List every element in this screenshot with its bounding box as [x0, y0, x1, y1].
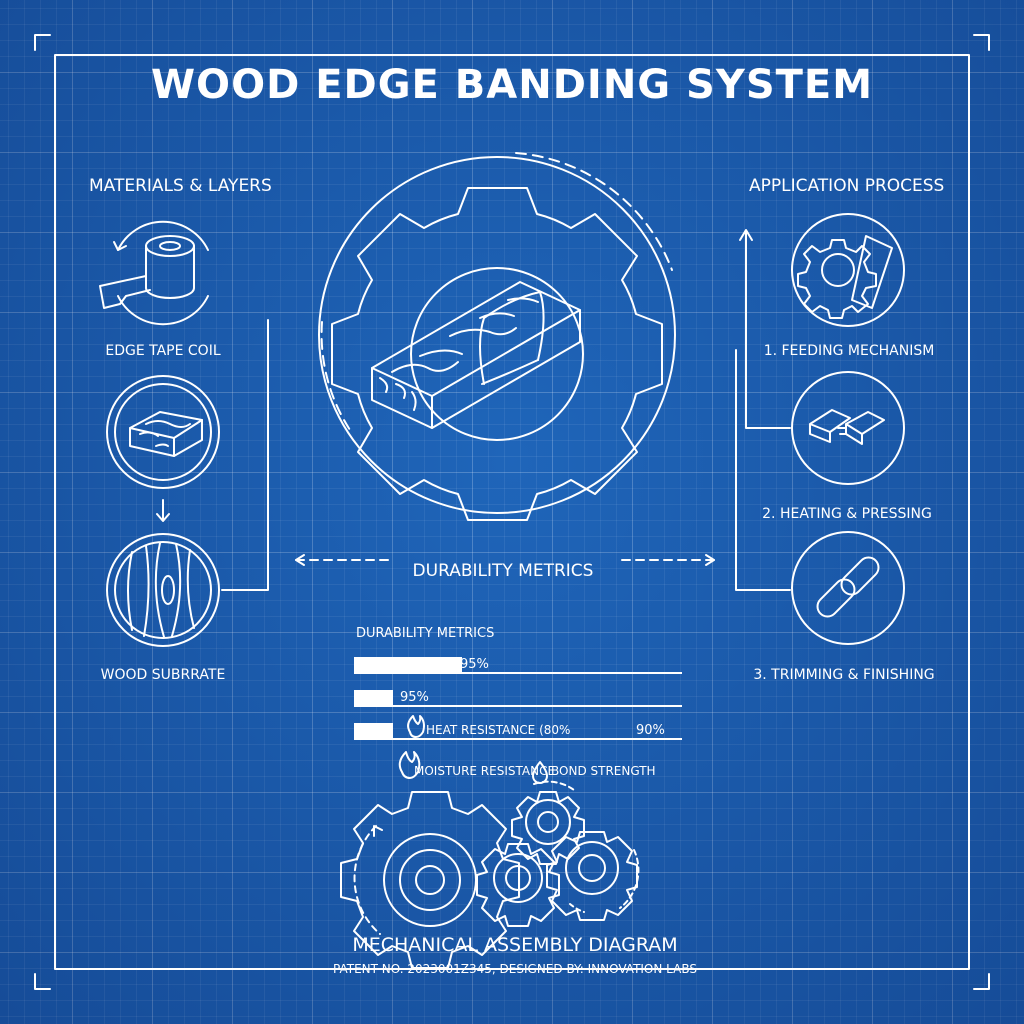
application-heading: APPLICATION PROCESS — [749, 176, 945, 196]
right-connector-top — [745, 231, 791, 429]
step-feeding-label: 1. FEEDING MECHANISM — [763, 343, 935, 359]
heat-flame-icon — [407, 715, 425, 738]
chain-link-icon — [791, 531, 905, 645]
metric-text-3: HEAT RESISTANCE (80% — [426, 723, 571, 737]
wood-substrate-icon — [106, 533, 220, 647]
edge-tape-coil-label: EDGE TAPE COIL — [105, 343, 221, 359]
metric-track-3 — [354, 738, 682, 740]
metric-track-2 — [354, 705, 682, 707]
drop-icon — [532, 761, 548, 784]
down-arrow — [156, 499, 170, 522]
corner-marks — [34, 34, 990, 990]
metric-bar-1 — [354, 657, 462, 673]
page-title: WOOD EDGE BANDING SYSTEM — [150, 62, 874, 108]
wood-substrate-label: WOOD SUBRRATE — [100, 667, 226, 683]
materials-heading: MATERIALS & LAYERS — [89, 176, 272, 196]
legend-bond: BOND STRENGTH — [551, 764, 656, 778]
flame-icon — [398, 751, 421, 779]
legend-moisture: MOISTURE RESISTANCE — [414, 764, 556, 778]
heating-pressing-icon — [791, 371, 905, 485]
metric-track-1 — [354, 672, 682, 674]
metric-value-2: 95% — [400, 690, 429, 705]
step-trimming-label: 3. TRIMMING & FINISHING — [753, 667, 935, 683]
metric-value-3: 90% — [636, 723, 665, 738]
right-connector-bottom — [735, 349, 791, 591]
metric-bar-3 — [354, 723, 393, 739]
feeding-gear-icon — [791, 213, 905, 327]
metric-value-1: 95% — [460, 657, 489, 672]
durability-heading: DURABILITY METRICS — [412, 561, 594, 581]
outer-frame — [54, 54, 970, 970]
assembly-gears-icon — [340, 780, 640, 969]
edge-tape-coil-icon — [99, 220, 209, 326]
step-heating-label: 2. HEATING & PRESSING — [762, 506, 932, 522]
center-gear-icon — [318, 152, 676, 521]
durability-subheading: DURABILITY METRICS — [356, 626, 495, 641]
metric-bar-2 — [354, 690, 393, 706]
left-connector — [221, 319, 269, 591]
footer-patent: PATENT NO. 2023001Z345, DESIGNED BY: INN… — [333, 962, 697, 976]
footer-title: MECHANICAL ASSEMBLY DIAGRAM — [352, 934, 678, 956]
wood-block-icon — [106, 375, 220, 489]
